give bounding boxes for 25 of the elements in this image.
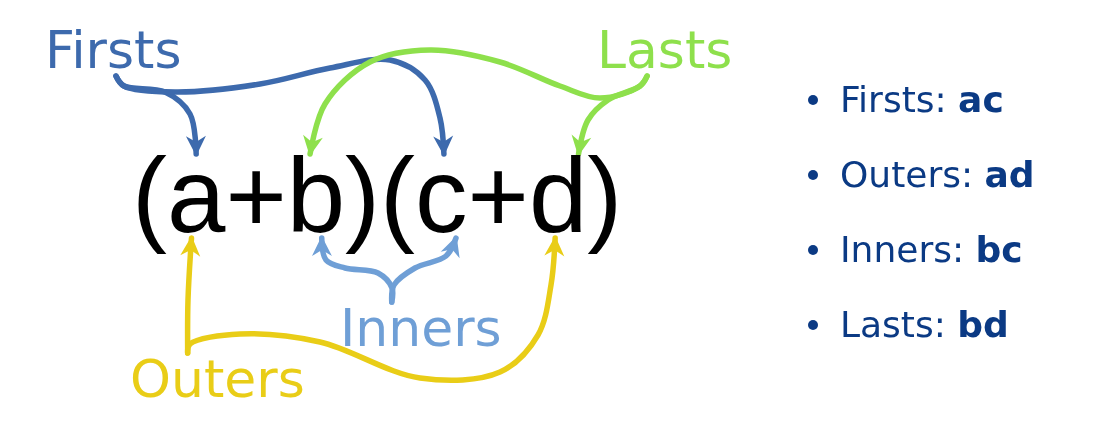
term-label: Lasts [597,24,733,76]
expression-symbol: ) [345,136,381,256]
term-label: Inners [340,302,502,354]
curved-arrow [303,47,650,157]
term-label: Firsts [45,24,182,76]
expression-letter: a [166,154,226,238]
expression-symbol: ( [132,136,167,256]
curved-arrow [184,235,565,383]
curved-arrow [388,235,460,305]
list-item-text: Firsts: ac [840,78,1004,122]
list-item-text: Lasts: bd [840,303,1009,347]
expression-symbol: ( [380,136,416,256]
curved-arrow [312,235,396,305]
curved-arrow [180,235,201,356]
expression-symbol: ) [587,136,623,256]
curved-arrow [571,73,650,157]
expression-letter: c [415,154,468,238]
expression-letter: d [528,154,588,238]
list-item-text: Inners: bc [840,228,1023,272]
list-item-text: Outers: ad [840,153,1035,197]
curved-arrow [113,56,454,157]
expression-symbol: + [225,136,287,256]
expression-symbol: + [467,136,529,256]
term-label: Outers [130,353,305,405]
expression-letter: b [286,154,346,238]
